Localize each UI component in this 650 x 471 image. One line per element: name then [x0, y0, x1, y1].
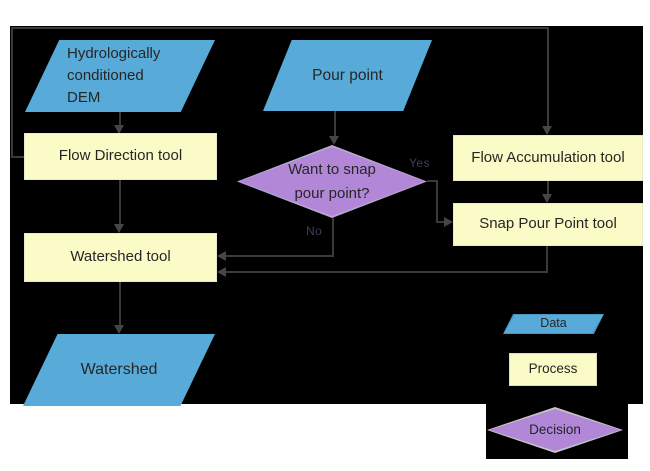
- edge-watershedtool-to-watershed-arrowhead: [114, 325, 124, 334]
- edge-flowdirection-to-flowaccumulation-top-segment: [11, 27, 549, 29]
- edge-decision-yes-arrowhead: [444, 217, 453, 227]
- edge-snappourpoint-to-watershedtool-h: [225, 271, 548, 273]
- node-label: Hydrologically conditioned DEM: [67, 45, 161, 106]
- edge-dem-to-flowdirection-line: [119, 112, 121, 128]
- edge-pourpoint-to-decision-line: [334, 111, 336, 138]
- node-label: Flow Accumulation tool: [471, 148, 625, 166]
- node-flow-accumulation-tool: Flow Accumulation tool: [453, 135, 643, 181]
- edge-decision-yes-h1: [427, 180, 438, 182]
- legend-data-shape: Data: [504, 315, 603, 333]
- edge-decision-no-arrowhead: [217, 251, 226, 261]
- edge-decision-no-h: [225, 255, 334, 257]
- node-hydrologically-conditioned-dem: Hydrologically conditioned DEM: [25, 40, 215, 112]
- edge-flowdirection-to-flowaccumulation-stub: [11, 156, 24, 158]
- node-watershed-output: Watershed: [23, 334, 215, 406]
- edge-decision-yes-h2: [436, 221, 445, 223]
- edge-snappourpoint-to-watershedtool-v: [546, 246, 548, 273]
- edge-flowdirection-to-watershedtool-arrowhead: [114, 224, 124, 233]
- legend-decision-label: Decision: [529, 421, 581, 437]
- node-label: Flow Direction tool: [58, 147, 183, 165]
- edge-snappourpoint-to-watershedtool-arrowhead: [217, 267, 226, 277]
- edge-label-yes: Yes: [409, 156, 431, 170]
- edge-flowdirection-to-flowaccumulation-left-segment: [11, 27, 13, 158]
- edge-label-no: No: [306, 224, 323, 238]
- legend-data-label: Data: [540, 316, 567, 331]
- edge-decision-yes-v: [436, 180, 438, 222]
- node-label: Snap Pour Point tool: [479, 215, 617, 233]
- node-pour-point: Pour point: [263, 40, 432, 111]
- edge-dem-to-flowdirection-arrowhead: [114, 125, 124, 134]
- edge-pourpoint-to-decision-arrowhead: [329, 136, 339, 145]
- node-watershed-tool: Watershed tool: [24, 233, 217, 282]
- legend-process-shape: Process: [509, 353, 597, 386]
- edge-flowdirection-to-flowaccumulation-down-segment: [547, 27, 549, 127]
- edge-watershedtool-to-watershed-line: [119, 282, 121, 327]
- node-snap-pour-point-tool: Snap Pour Point tool: [453, 203, 643, 246]
- node-label: Pour point: [312, 66, 383, 84]
- node-flow-direction-tool: Flow Direction tool: [24, 133, 217, 180]
- edge-flowdirection-to-flowaccumulation-arrowhead: [542, 126, 552, 135]
- node-label: Want to snap pour point?: [288, 161, 376, 202]
- node-label: Watershed tool: [70, 248, 171, 266]
- node-label: Watershed: [80, 361, 158, 378]
- legend-process-label: Process: [528, 361, 578, 377]
- edge-flowaccumulation-to-snappourpoint-line: [547, 181, 549, 195]
- edge-decision-no-v: [332, 217, 334, 256]
- edge-flowdirection-to-watershedtool-line: [119, 180, 121, 226]
- edge-flowaccumulation-to-snappourpoint-arrowhead: [542, 194, 552, 203]
